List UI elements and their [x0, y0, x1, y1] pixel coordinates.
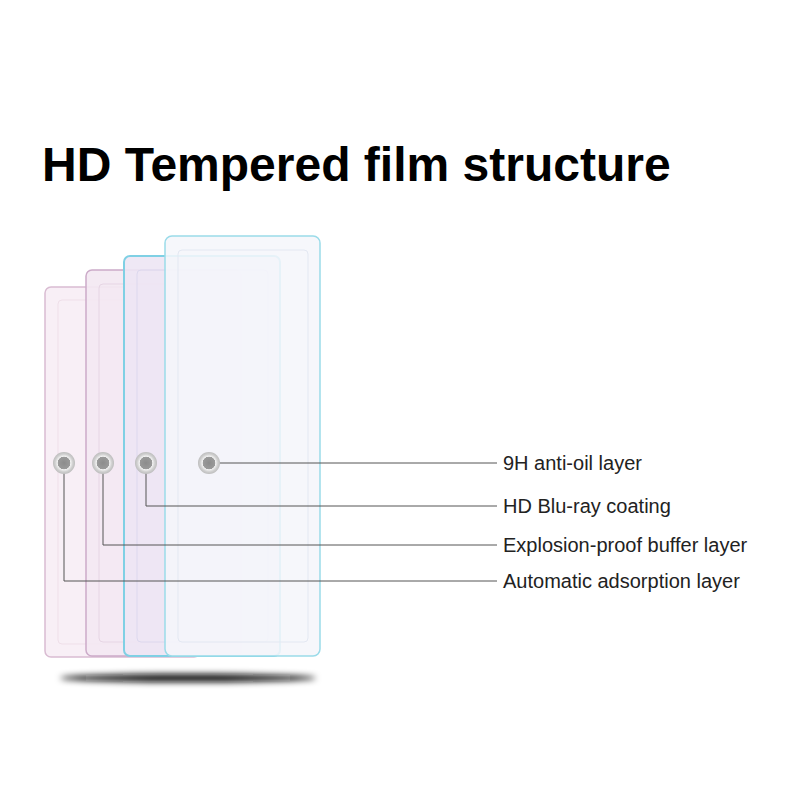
title: HD Tempered film structure — [42, 141, 671, 189]
sheet-anti-oil — [165, 236, 320, 656]
layer-label: Automatic adsorption layer — [503, 569, 740, 593]
layer-label: 9H anti-oil layer — [503, 451, 642, 475]
layer-label: HD Blu-ray coating — [503, 494, 671, 518]
layer-label: Explosion-proof buffer layer — [503, 533, 747, 557]
callout-dots — [53, 452, 220, 474]
leader-lines — [64, 463, 497, 581]
shadow — [60, 674, 316, 682]
